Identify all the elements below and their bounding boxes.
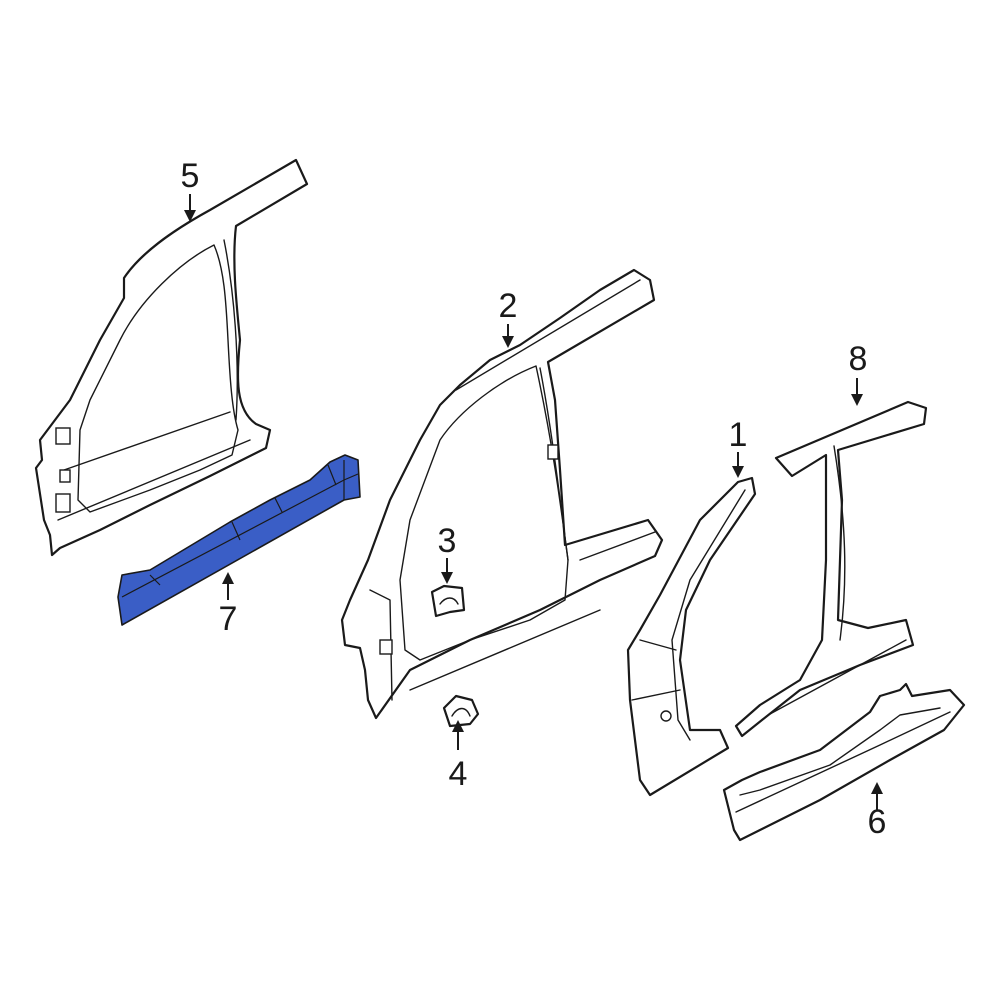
leader-8	[851, 378, 863, 406]
part-2-panel[interactable]	[340, 268, 664, 720]
callout-2: 2	[499, 287, 518, 325]
callout-5: 5	[181, 157, 200, 195]
callout-8: 8	[849, 340, 868, 378]
leader-6	[871, 782, 883, 810]
leader-7	[222, 572, 234, 600]
part-7-rocker[interactable]	[117, 454, 361, 626]
part-8-pillar[interactable]	[734, 400, 928, 738]
callout-4: 4	[449, 755, 468, 793]
callout-3: 3	[438, 522, 457, 560]
part-5-panel[interactable]	[34, 158, 309, 557]
callout-6: 6	[868, 803, 887, 841]
part-1-pillar[interactable]	[626, 476, 757, 797]
leader-1	[732, 452, 744, 478]
part-3-bracket[interactable]	[430, 584, 466, 618]
leader-4	[452, 720, 464, 750]
leader-3	[441, 558, 453, 584]
callout-7: 7	[219, 600, 238, 638]
leader-2	[502, 324, 514, 348]
part-4-bracket[interactable]	[442, 694, 480, 728]
part-6-rocker[interactable]	[722, 682, 966, 842]
callout-1: 1	[729, 416, 748, 454]
leader-5	[184, 194, 196, 222]
